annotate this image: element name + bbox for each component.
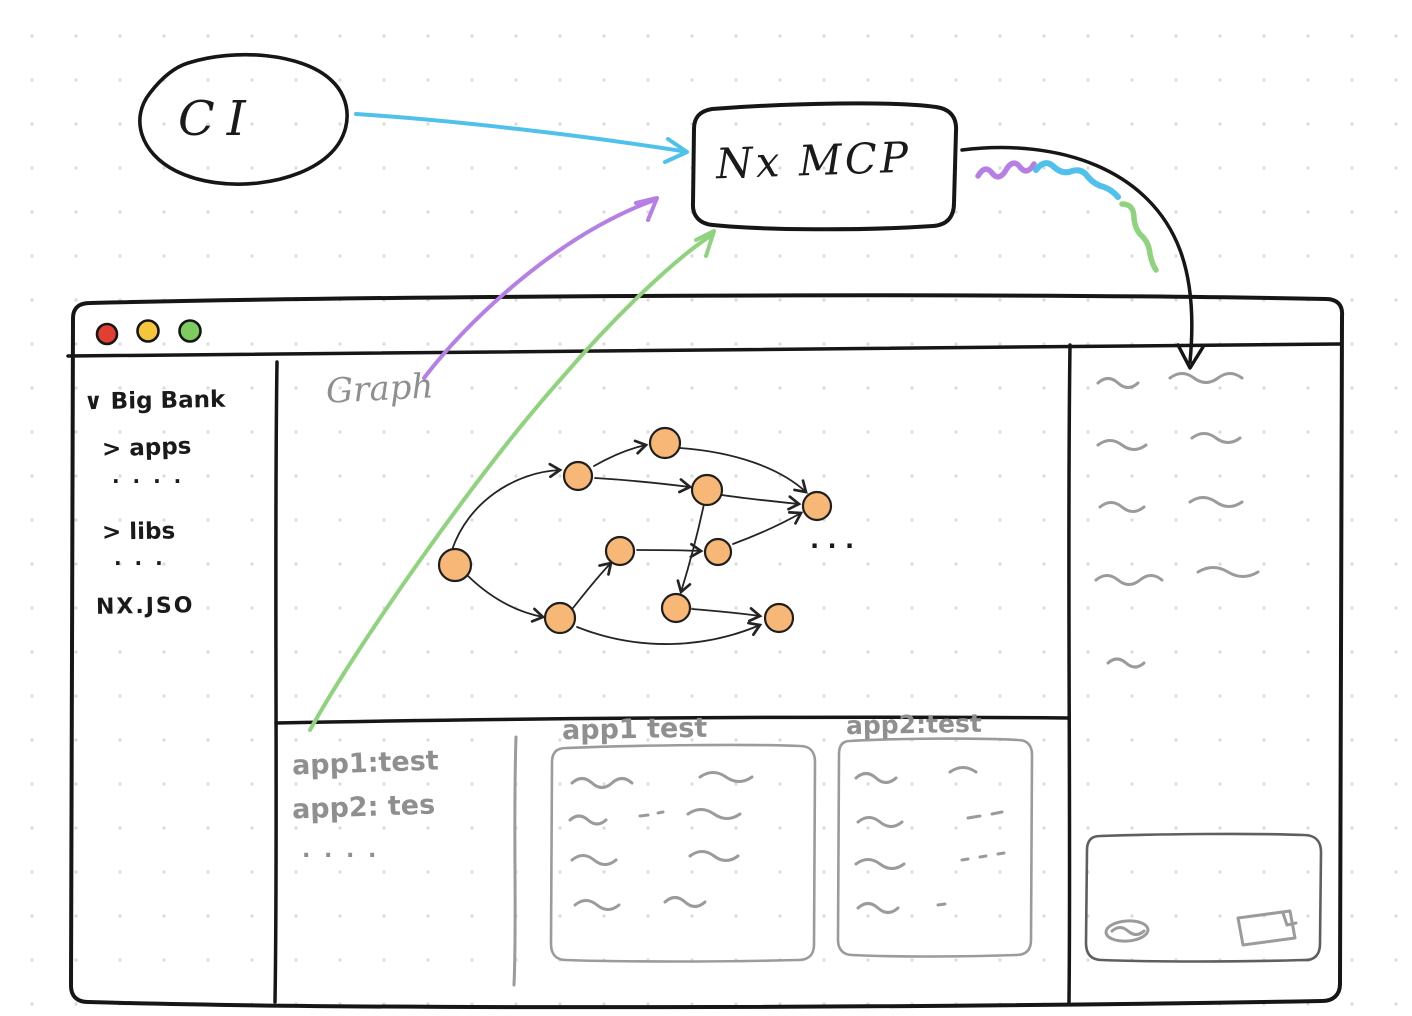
ci-bubble (138, 52, 349, 186)
arrowhead (1176, 343, 1205, 370)
graph-node[interactable] (690, 473, 724, 507)
tasks-to-mcp-arrow (308, 229, 716, 732)
chat-input-box[interactable] (1084, 832, 1323, 963)
mcp-to-chat-arrow (960, 145, 1205, 370)
sidebar-item-big-bank[interactable]: ∨ Big Bank (83, 386, 226, 416)
window-outline (69, 293, 1345, 1010)
graph-more-nodes-ellipsis: . . . (810, 526, 855, 554)
graph-node[interactable] (801, 490, 833, 522)
graph-node[interactable] (703, 537, 733, 567)
send-icon-detail (1281, 911, 1298, 927)
ci-to-mcp-arrow (354, 112, 689, 164)
nx-mcp-label: Nx MCP (715, 132, 912, 189)
right-panel-divider (1067, 343, 1072, 1004)
scribble-blue (1033, 160, 1121, 200)
sidebar-item-apps-more: . . . . (112, 464, 185, 488)
sidebar-item-apps[interactable]: > apps (101, 433, 192, 463)
minimize-button[interactable] (136, 319, 160, 343)
close-button[interactable] (95, 322, 119, 346)
graph-node[interactable] (763, 602, 795, 634)
task-app2-test[interactable]: app2: tes (291, 789, 436, 826)
graph-node[interactable] (437, 547, 473, 583)
ci-label: CI (178, 91, 258, 147)
graph-node[interactable] (604, 535, 636, 567)
arrowhead (634, 196, 659, 222)
project-graph-edges (451, 439, 808, 645)
task-app1-test[interactable]: app1:test (291, 745, 440, 782)
nx-mcp-box (690, 101, 959, 232)
graph-node[interactable] (562, 460, 594, 492)
project-graph-nodes (437, 426, 833, 635)
scribble-green (1119, 201, 1159, 273)
sidebar-item-nx-json[interactable]: NX.JSO (95, 593, 195, 620)
mcp-output-scribbles (975, 160, 1159, 273)
attach-icon-detail (1110, 926, 1146, 936)
graph-to-mcp-arrow (422, 196, 659, 380)
window-controls (95, 319, 202, 346)
graph-tab-label: Graph (325, 366, 435, 412)
terminal-divider (274, 715, 1070, 725)
sidebar-item-libs[interactable]: > libs (101, 518, 176, 546)
terminal-output-box-2 (836, 737, 1034, 958)
task-list-ellipsis: . . . . (302, 838, 380, 863)
attach-icon[interactable] (1104, 919, 1150, 943)
scribble-purple (975, 160, 1037, 180)
diagram-shapes (138, 52, 959, 232)
terminal-column-divider (512, 735, 518, 987)
maximize-button[interactable] (178, 319, 202, 343)
graph-node[interactable] (648, 426, 682, 460)
titlebar-divider (66, 342, 1342, 358)
placeholder-scribbles (512, 372, 1323, 987)
arrowhead (694, 229, 716, 258)
sidebar-divider (273, 360, 279, 1004)
sidebar-item-libs-more: . . . (114, 546, 166, 570)
app-window-frame (66, 293, 1345, 1010)
graph-node[interactable] (660, 592, 692, 624)
terminal-output-box-1 (549, 743, 817, 963)
arrowhead (663, 137, 689, 164)
graph-node[interactable] (543, 601, 577, 635)
terminal-panel-1-title: app1 test (561, 712, 708, 747)
terminal-panel-2-title: app2:test (845, 708, 983, 741)
send-icon[interactable] (1236, 909, 1297, 947)
